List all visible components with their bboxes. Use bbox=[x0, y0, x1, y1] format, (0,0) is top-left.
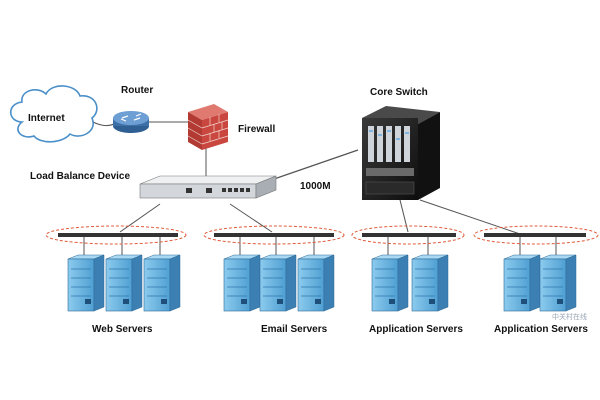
link-core-appservers1 bbox=[399, 199, 409, 233]
link-core-appservers2 bbox=[419, 199, 521, 235]
drops-web bbox=[83, 237, 161, 255]
core-switch-icon bbox=[362, 106, 440, 200]
server-icon bbox=[411, 254, 449, 312]
web-servers-label: Web Servers bbox=[92, 324, 153, 335]
watermark: 中关村在线 bbox=[552, 313, 587, 321]
load-balance-device-icon bbox=[139, 175, 277, 199]
drops-app2 bbox=[519, 237, 557, 255]
router-label: Router bbox=[121, 85, 154, 96]
server-icon bbox=[371, 254, 409, 312]
server-icon bbox=[297, 254, 335, 312]
bus-segments bbox=[45, 225, 599, 245]
server-icon bbox=[539, 254, 577, 312]
router-icon bbox=[113, 111, 149, 133]
server-icon bbox=[67, 254, 105, 312]
server-icon bbox=[259, 254, 297, 312]
firewall-icon bbox=[187, 104, 229, 150]
email-servers-label: Email Servers bbox=[261, 324, 328, 335]
bus-app1 bbox=[351, 225, 465, 245]
application-servers-label-1: Application Servers bbox=[369, 324, 463, 335]
drops-app1 bbox=[387, 237, 429, 255]
internet-label: Internet bbox=[28, 113, 65, 124]
server-icon bbox=[105, 254, 143, 312]
link-lb-bus-web bbox=[119, 203, 161, 233]
application-servers-label-2: Application Servers bbox=[494, 324, 588, 335]
bus-app2 bbox=[473, 225, 599, 245]
servers bbox=[67, 254, 577, 312]
firewall-label: Firewall bbox=[238, 124, 276, 135]
server-icon bbox=[503, 254, 541, 312]
link-speed-label: 1000M bbox=[300, 181, 331, 192]
link-internet-router bbox=[92, 121, 115, 127]
server-icon bbox=[223, 254, 261, 312]
core-switch-label: Core Switch bbox=[370, 87, 428, 98]
drops-email bbox=[239, 237, 315, 255]
internet-cloud-icon bbox=[9, 85, 98, 143]
bus-web bbox=[45, 225, 187, 245]
bus-email bbox=[203, 225, 345, 245]
link-lb-bus-email bbox=[229, 203, 273, 233]
server-icon bbox=[143, 254, 181, 312]
load-balance-label: Load Balance Device bbox=[30, 171, 131, 182]
